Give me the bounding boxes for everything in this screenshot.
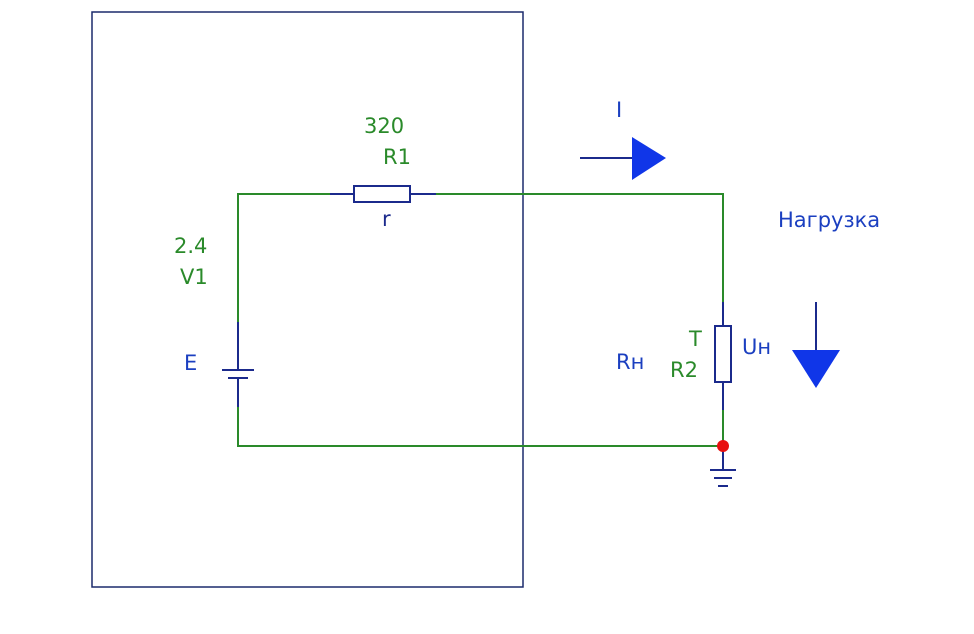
load-voltage-label: Uн (742, 335, 771, 359)
wire-bottom (237, 407, 724, 447)
resistor-r1 (330, 185, 436, 203)
r2-name-label: Rн (616, 350, 644, 374)
wire-top-right (436, 193, 724, 302)
ground-icon (710, 446, 736, 487)
resistor-r2 (714, 302, 732, 410)
wires (237, 193, 724, 447)
v1-value-label: 2.4 (174, 234, 207, 258)
battery-v1 (222, 322, 254, 407)
r1-value-label: 320 (364, 114, 404, 138)
r2-type-label: T (688, 327, 702, 351)
r2-ref-label: R2 (670, 358, 698, 382)
current-arrow-icon (580, 137, 666, 180)
load-label: Нагрузка (778, 208, 880, 232)
r1-ref-label: R1 (383, 145, 411, 169)
junction-node (717, 440, 729, 452)
current-label: I (616, 98, 622, 122)
source-frame (91, 11, 524, 588)
voltage-arrow-icon (792, 302, 840, 388)
v1-name-label: E (184, 351, 197, 375)
r1-name-label: r (382, 207, 391, 231)
wire-top-left (237, 193, 330, 322)
v1-ref-label: V1 (180, 265, 208, 289)
